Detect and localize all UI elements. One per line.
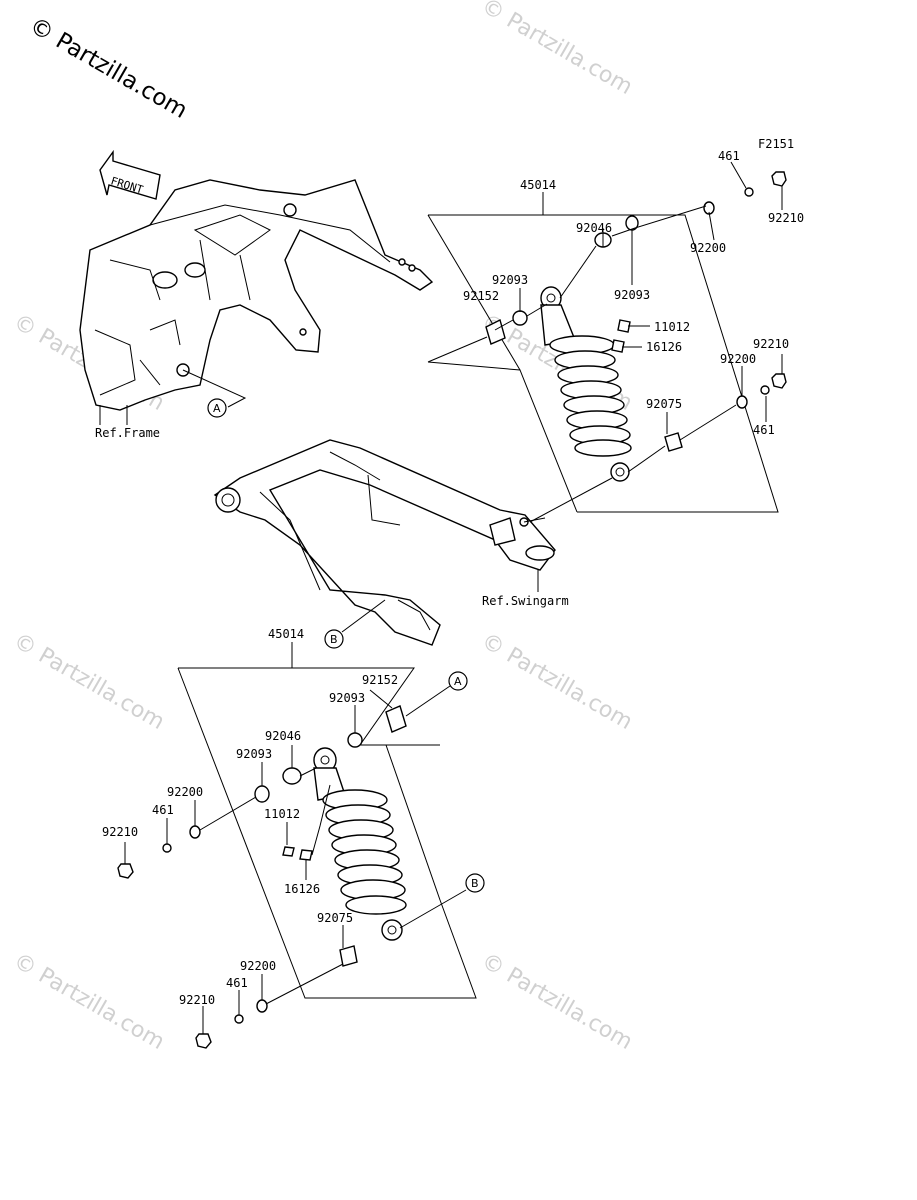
collar-92075-upper-icon [664, 432, 683, 452]
upper-part-92200-a: 92200 [690, 241, 726, 255]
callout-b-upper [324, 629, 344, 649]
ref-swingarm-label: Ref.Swingarm [482, 594, 569, 608]
upper-part-461-a: 461 [718, 149, 740, 163]
washer-92200-lower-a-icon [189, 825, 201, 839]
upper-part-92200-b: 92200 [720, 352, 756, 366]
collar-92152-lower-icon [385, 705, 407, 733]
upper-part-92210-b: 92210 [753, 337, 789, 351]
washer-461-upper-b-icon [760, 385, 770, 395]
nut-92210-lower-a-icon [117, 863, 134, 879]
upper-assy-label: 45014 [520, 178, 556, 192]
upper-part-92210-a: 92210 [768, 211, 804, 225]
callout-b-lower-label: B [471, 877, 479, 890]
nut-92210-upper-b-icon [771, 373, 787, 389]
fitting-16126-upper-icon [611, 339, 625, 353]
collar-92152-upper-icon [485, 318, 506, 345]
seal-92093-lower-a-icon [347, 732, 363, 748]
washer-461-lower-b-icon [234, 1014, 244, 1024]
lower-part-16126: 16126 [284, 882, 320, 896]
front-arrow-icon: FRONT [99, 149, 161, 200]
watermark-mid-lower: © Partzilla.com [477, 949, 637, 1056]
lower-part-461-b: 461 [226, 976, 248, 990]
figure-code: F2151 [758, 137, 794, 151]
nut-92210-lower-b-icon [195, 1033, 212, 1049]
fitting-11012-upper-icon [617, 319, 631, 333]
upper-part-92152: 92152 [463, 289, 499, 303]
upper-part-11012: 11012 [654, 320, 690, 334]
callout-a-upper-label: A [213, 402, 221, 415]
fitting-16126-lower-icon [299, 849, 313, 861]
lower-part-461-a: 461 [152, 803, 174, 817]
ref-frame-label: Ref.Frame [95, 426, 160, 440]
upper-part-92093-b: 92093 [492, 273, 528, 287]
swingarm-illustration [213, 439, 556, 646]
washer-92200-upper-b-icon [736, 395, 748, 409]
lower-part-92152: 92152 [362, 673, 398, 687]
watermark-left-mid: © Partzilla.com [9, 629, 169, 736]
lower-shock-absorber [313, 747, 407, 941]
upper-part-92075: 92075 [646, 397, 682, 411]
lower-part-92075: 92075 [317, 911, 353, 925]
lower-part-92210-b: 92210 [179, 993, 215, 1007]
callout-a-lower [448, 671, 468, 691]
frame-illustration [79, 179, 434, 425]
lower-part-92210-a: 92210 [102, 825, 138, 839]
watermark-top-right: © Partzilla.com [477, 0, 637, 100]
bearing-92046-lower-icon [282, 767, 302, 785]
lower-part-92200-b: 92200 [240, 959, 276, 973]
fitting-11012-lower-icon [282, 846, 295, 857]
washer-461-upper-icon [744, 187, 754, 197]
seal-92093-lower-b-icon [254, 785, 270, 803]
lower-part-92093-b: 92093 [236, 747, 272, 761]
upper-part-16126: 16126 [646, 340, 682, 354]
upper-part-92046: 92046 [576, 221, 612, 235]
watermark-mid: © Partzilla.com [477, 629, 637, 736]
washer-92200-lower-b-icon [256, 999, 268, 1013]
lower-part-92046: 92046 [265, 729, 301, 743]
washer-461-lower-a-icon [162, 843, 172, 853]
upper-shock-absorber [540, 286, 632, 482]
lower-part-92200-a: 92200 [167, 785, 203, 799]
watermark-left-lower: © Partzilla.com [9, 949, 169, 1056]
upper-part-461-b: 461 [753, 423, 775, 437]
lower-part-92093-a: 92093 [329, 691, 365, 705]
upper-part-92093-a: 92093 [614, 288, 650, 302]
callout-a-upper [207, 398, 227, 418]
lower-assy-label: 45014 [268, 627, 304, 641]
seal-92093-upper-b-icon [512, 310, 528, 326]
watermark-main: © Partzilla.com [25, 13, 192, 124]
callout-a-lower-label: A [454, 675, 462, 688]
callout-b-lower [465, 873, 485, 893]
collar-92075-lower-icon [339, 945, 358, 967]
nut-92210-upper-icon [771, 171, 787, 187]
callout-b-upper-label: B [330, 633, 338, 646]
lower-part-11012: 11012 [264, 807, 300, 821]
